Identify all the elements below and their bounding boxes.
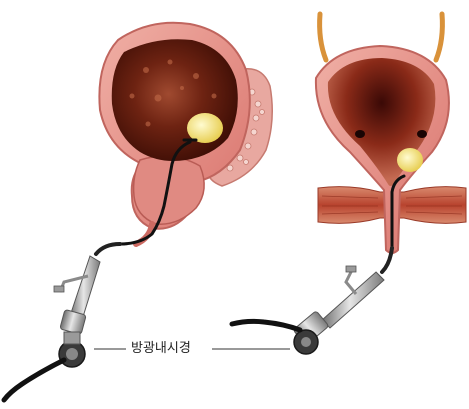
ureter-left — [320, 14, 326, 60]
ureteral-orifice-left — [355, 130, 365, 138]
bladder-lumen — [112, 39, 238, 161]
lesion-right — [397, 148, 423, 172]
scope-body-left — [70, 256, 100, 320]
left-bladder-section — [99, 23, 272, 244]
cystoscope-label: 방광내시경 — [131, 341, 191, 357]
prostate — [134, 156, 205, 224]
ureteral-orifice-right — [417, 130, 427, 138]
left-endoscope — [4, 244, 120, 400]
right-endoscope — [232, 248, 392, 354]
right-bladder-section — [316, 14, 466, 253]
scope-cable-right — [232, 321, 300, 330]
scope-shaft-left — [96, 244, 120, 254]
scope-body-right — [322, 272, 384, 328]
ureter-right — [436, 14, 442, 60]
scope-cable-left — [4, 360, 64, 400]
